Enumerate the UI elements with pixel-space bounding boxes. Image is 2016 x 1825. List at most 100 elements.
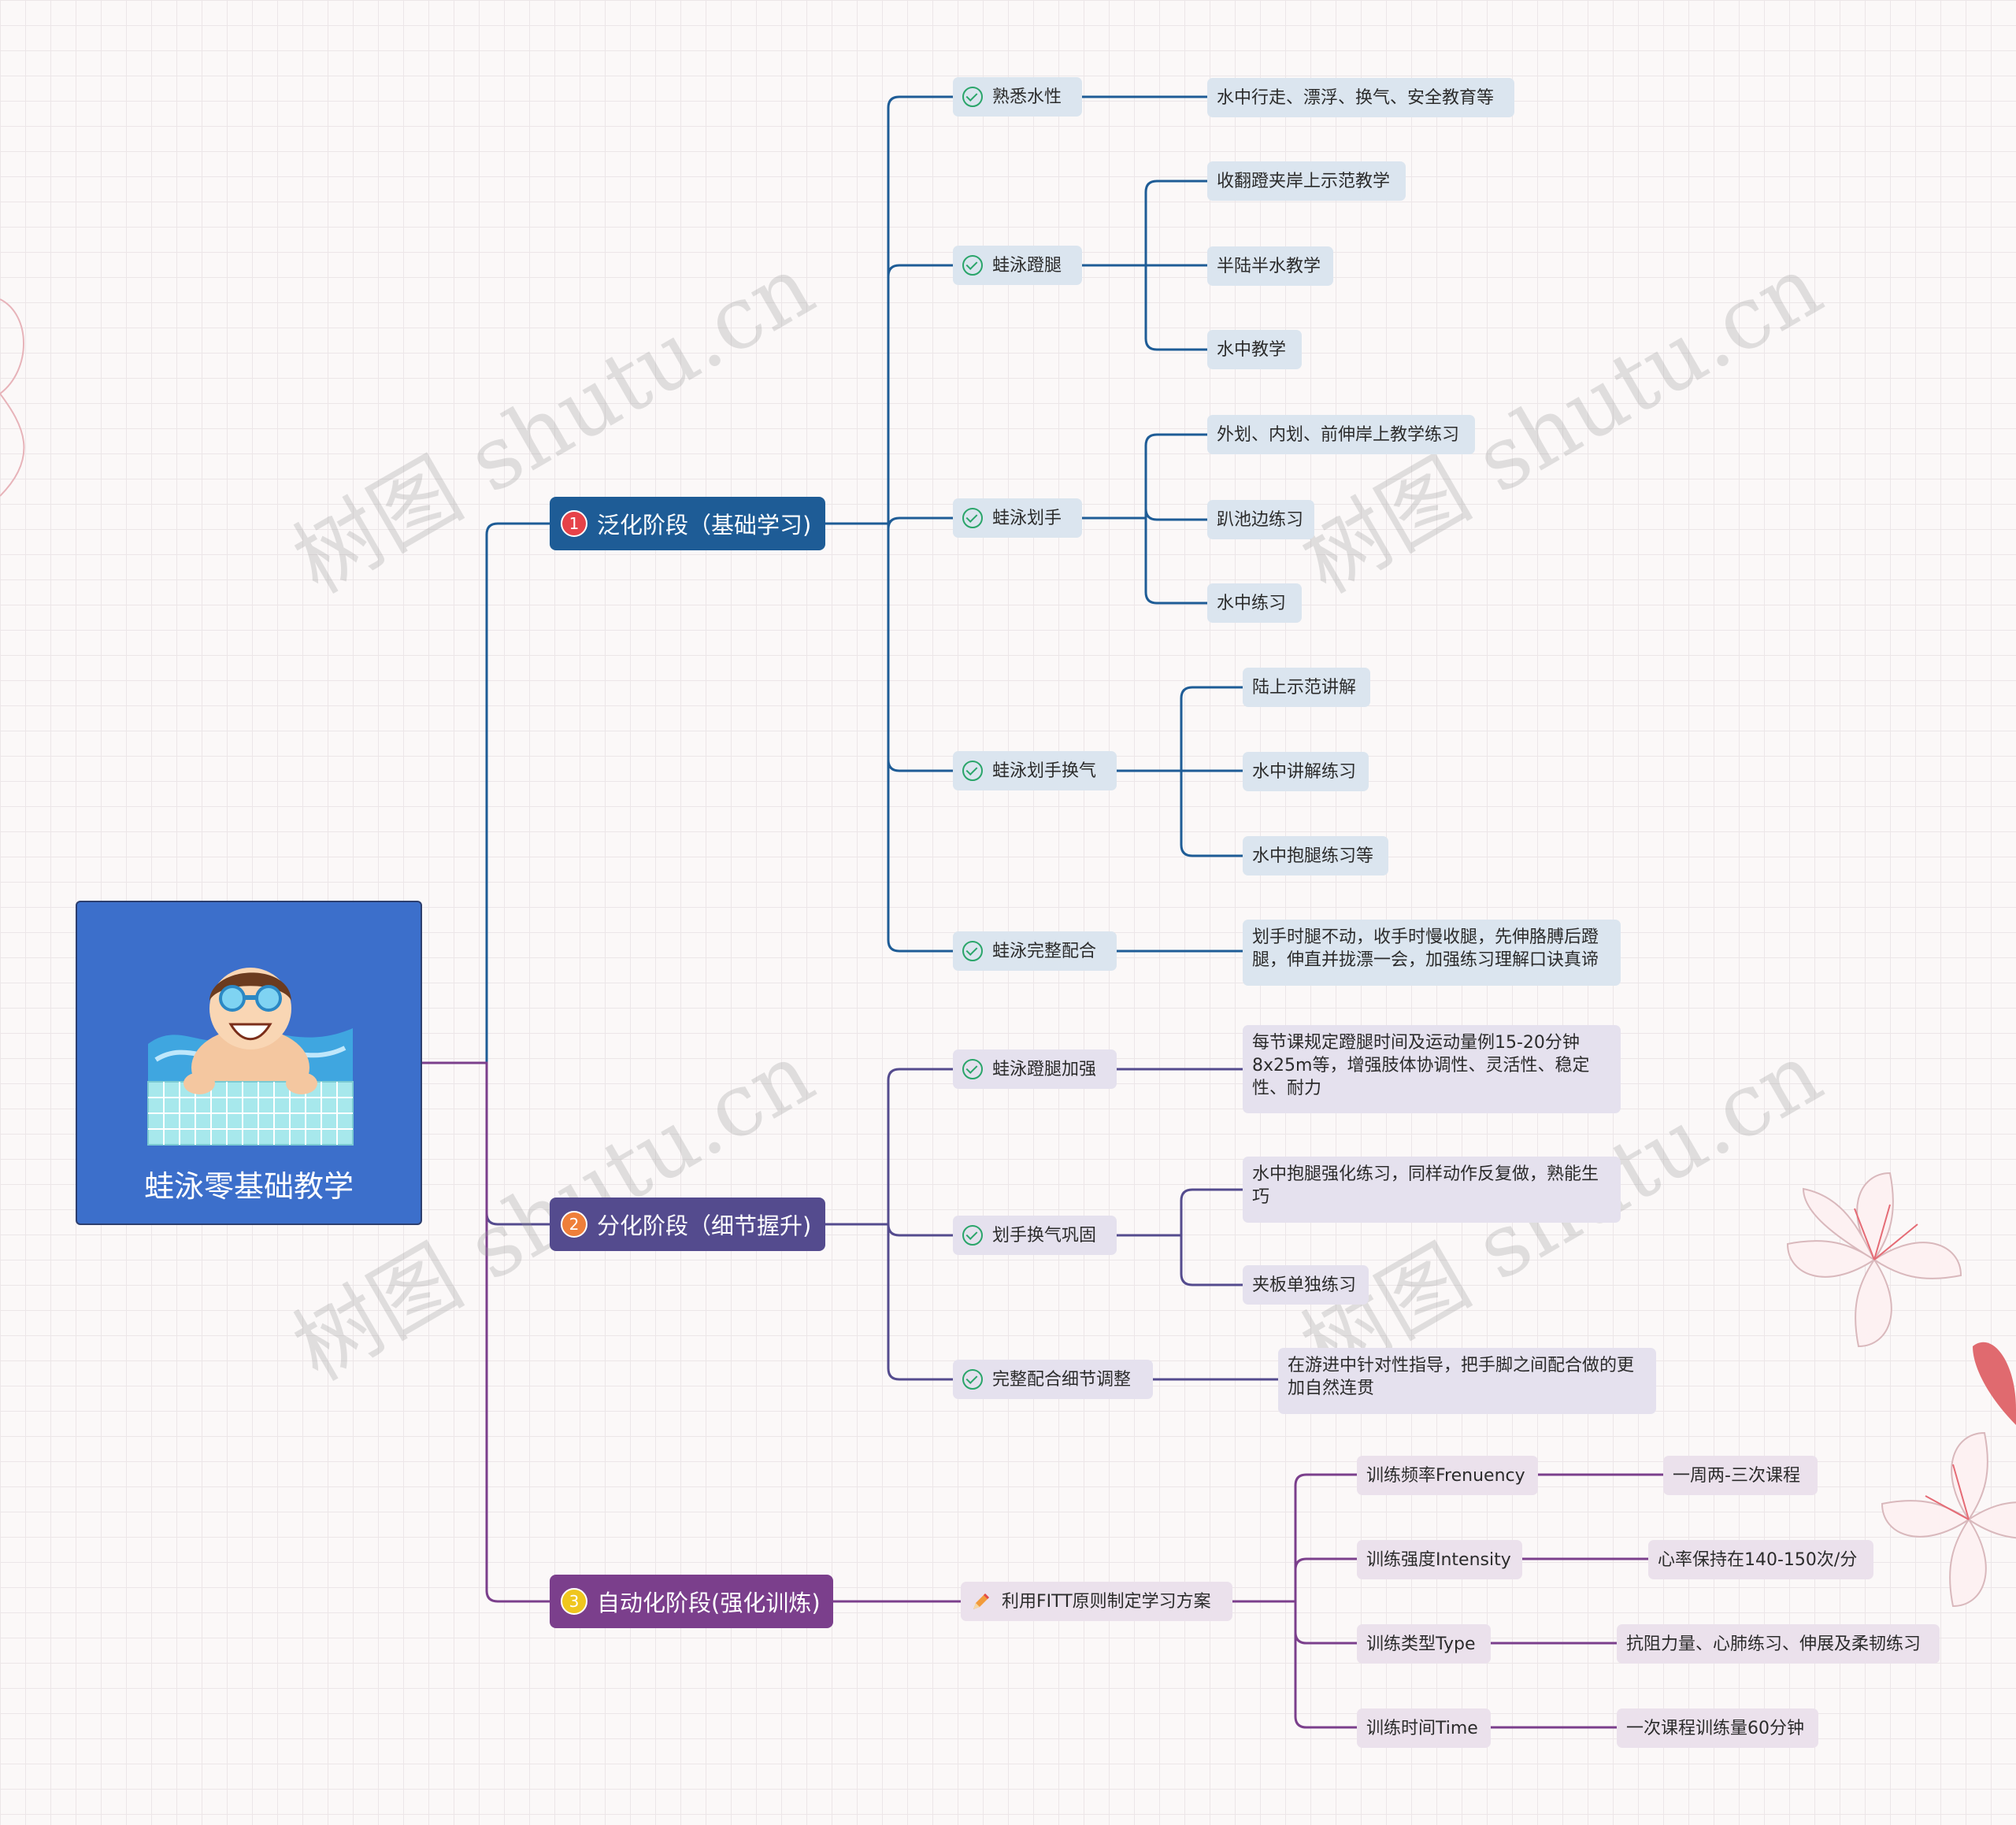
branch-1-4[interactable]: 蛙泳划手换气 (953, 751, 1117, 790)
leaf-topic[interactable]: 夹板单独练习 (1243, 1265, 1369, 1305)
number-badge: 1 (561, 510, 587, 537)
node-label: 蛙泳划手 (992, 508, 1062, 528)
check-circle-icon (962, 941, 983, 961)
node-label: 蛙泳完整配合 (992, 941, 1097, 961)
connector-line (422, 522, 550, 1064)
check-circle-icon (962, 761, 983, 781)
branch-2-2[interactable]: 划手换气巩固 (953, 1216, 1117, 1255)
fitt-item[interactable]: 训练强度Intensity (1357, 1540, 1522, 1579)
node-label: 一周两-三次课程 (1673, 1465, 1800, 1486)
connector-line (1082, 433, 1207, 520)
red-petal-icon (1973, 1342, 2016, 1425)
connector-line (1232, 1600, 1357, 1729)
leaf-topic[interactable]: 在游进中针对性指导，把手脚之间配合做的更加自然连贯 (1278, 1348, 1656, 1414)
node-label: 心率保持在140-150次/分 (1658, 1549, 1858, 1570)
number-badge: 3 (561, 1588, 587, 1615)
node-label: 完整配合细节调整 (992, 1369, 1132, 1390)
node-label: 一次课程训练量60分钟 (1626, 1718, 1804, 1738)
leaf-topic[interactable]: 水中讲解练习 (1243, 752, 1369, 791)
root-topic[interactable]: 蛙泳零基础教学 (76, 901, 422, 1225)
leaf-topic[interactable]: 水中抱腿练习等 (1243, 836, 1388, 875)
lily-flower-icon-2 (1881, 1431, 2016, 1608)
swimmer-illustration (147, 968, 354, 1146)
node-label: 半陆半水教学 (1217, 256, 1321, 276)
node-label: 夹板单独练习 (1252, 1275, 1357, 1295)
root-title: 蛙泳零基础教学 (143, 1169, 354, 1204)
node-label: 训练类型Type (1366, 1634, 1476, 1654)
branch-1-1[interactable]: 熟悉水性 (953, 77, 1082, 117)
leaf-topic[interactable]: 趴池边练习 (1207, 500, 1314, 539)
node-label: 陆上示范讲解 (1252, 677, 1357, 698)
connector-line (1232, 1557, 1357, 1603)
leaf-topic[interactable]: 水中行走、漂浮、换气、安全教育等 (1207, 78, 1514, 117)
check-circle-icon (962, 87, 983, 107)
fitt-item[interactable]: 训练时间Time (1357, 1708, 1491, 1748)
branch-2-3[interactable]: 完整配合细节调整 (953, 1360, 1153, 1399)
fitt-detail[interactable]: 一周两-三次课程 (1663, 1456, 1818, 1495)
branch-3-1[interactable]: 利用FITT原则制定学习方案 (961, 1582, 1232, 1621)
stage-1[interactable]: 1 泛化阶段（基础学习) (550, 497, 825, 550)
node-label: 水中抱腿强化练习，同样动作反复做，熟能生巧 (1252, 1164, 1599, 1207)
stage-label: 自动化阶段(强化训炼) (597, 1590, 821, 1616)
node-label: 水中讲解练习 (1252, 761, 1357, 782)
connector-line (1082, 264, 1207, 351)
node-label: 利用FITT原则制定学习方案 (1002, 1591, 1211, 1612)
connector-line (1117, 686, 1243, 772)
node-label: 训练时间Time (1366, 1718, 1478, 1738)
node-label: 抗阻力量、心肺练习、伸展及柔韧练习 (1626, 1634, 1922, 1654)
leaf-topic[interactable]: 半陆半水教学 (1207, 246, 1333, 286)
branch-1-2[interactable]: 蛙泳蹬腿 (953, 246, 1082, 285)
connector-line (1232, 1473, 1357, 1603)
pencil-icon (973, 1594, 989, 1609)
node-label: 水中教学 (1217, 339, 1287, 360)
node-label: 蛙泳蹬腿加强 (992, 1059, 1097, 1079)
node-label: 水中抱腿练习等 (1252, 846, 1374, 866)
node-label: 蛙泳蹬腿 (992, 255, 1062, 276)
connector-line (1082, 180, 1207, 267)
connector-line (825, 95, 953, 525)
branch-1-3[interactable]: 蛙泳划手 (953, 498, 1082, 538)
node-label: 每节课规定蹬腿时间及运动量例15-20分钟8x25m等，增强肢体协调性、灵活性、… (1252, 1033, 1590, 1098)
connector-line (1082, 516, 1207, 605)
leaf-topic[interactable]: 每节课规定蹬腿时间及运动量例15-20分钟8x25m等，增强肢体协调性、灵活性、… (1243, 1025, 1621, 1113)
leaf-topic[interactable]: 划手时腿不动，收手时慢收腿，先伸胳膊后蹬腿，伸直并拢漂一会，加强练习理解口诀真谛 (1243, 920, 1621, 986)
fitt-detail[interactable]: 一次课程训练量60分钟 (1617, 1708, 1818, 1748)
check-circle-icon (962, 508, 983, 528)
connector-line (1117, 769, 1243, 857)
connector-line (422, 1061, 550, 1603)
fitt-item[interactable]: 训练频率Frenuency (1357, 1456, 1538, 1495)
stage-3[interactable]: 3 自动化阶段(强化训炼) (550, 1575, 833, 1628)
left-flower-icon (0, 298, 25, 497)
leaf-topic[interactable]: 水中练习 (1207, 583, 1302, 623)
stage-label: 泛化阶段（基础学习) (597, 512, 812, 539)
node-label: 趴池边练习 (1217, 509, 1304, 530)
stage-2[interactable]: 2 分化阶段（细节握升) (550, 1198, 825, 1251)
node-label: 水中练习 (1217, 593, 1287, 613)
connector-line (825, 522, 953, 953)
lily-flower-icon (1786, 1172, 1962, 1348)
check-circle-icon (962, 255, 983, 276)
number-badge: 2 (561, 1211, 587, 1238)
leaf-topic[interactable]: 陆上示范讲解 (1243, 668, 1370, 707)
node-label: 熟悉水性 (992, 87, 1062, 107)
stage-label: 分化阶段（细节握升) (597, 1212, 812, 1239)
fitt-detail[interactable]: 抗阻力量、心肺练习、伸展及柔韧练习 (1617, 1624, 1940, 1664)
branch-1-5[interactable]: 蛙泳完整配合 (953, 931, 1117, 971)
check-circle-icon (962, 1225, 983, 1246)
leaf-topic[interactable]: 水中教学 (1207, 330, 1302, 369)
connector-line (1117, 1188, 1243, 1237)
branch-2-1[interactable]: 蛙泳蹬腿加强 (953, 1049, 1117, 1089)
fitt-item[interactable]: 训练类型Type (1357, 1624, 1491, 1664)
leaf-topic[interactable]: 水中抱腿强化练习，同样动作反复做，熟能生巧 (1243, 1157, 1621, 1223)
node-label: 外划、内划、前伸岸上教学练习 (1217, 424, 1460, 445)
connector-line (825, 1068, 953, 1226)
check-circle-icon (962, 1059, 983, 1079)
leaf-topic[interactable]: 收翻蹬夹岸上示范教学 (1207, 161, 1406, 201)
node-label: 蛙泳划手换气 (992, 761, 1097, 781)
fitt-detail[interactable]: 心率保持在140-150次/分 (1648, 1540, 1873, 1579)
connector-line (825, 264, 953, 525)
connector-line (1117, 1234, 1243, 1286)
leaf-topic[interactable]: 外划、内划、前伸岸上教学练习 (1207, 415, 1475, 454)
node-label: 在游进中针对性指导，把手脚之间配合做的更加自然连贯 (1288, 1356, 1635, 1398)
